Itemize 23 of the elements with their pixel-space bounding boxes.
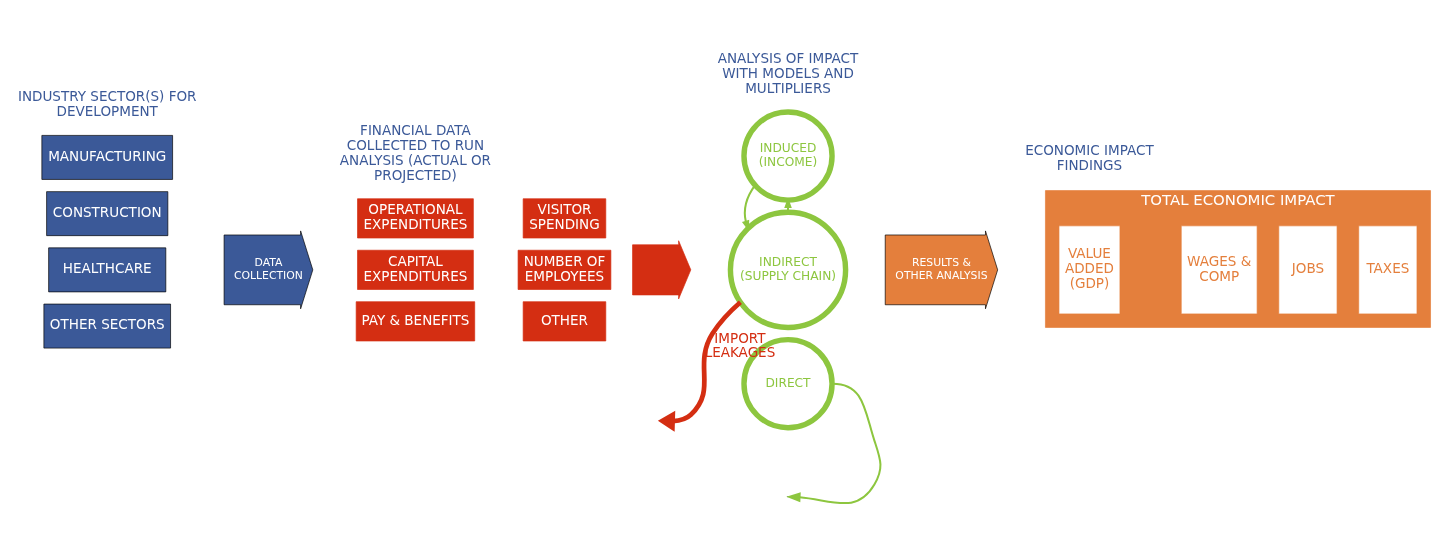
arrow (657, 299, 742, 432)
node-box: MANUFACTURING (41, 134, 173, 180)
node-box: TAXES (1358, 225, 1418, 314)
label: ECONOMIC IMPACT FINDINGS (1025, 141, 1154, 173)
node-box: CONSTRUCTION (46, 190, 169, 236)
node-box: WAGES & COMP (1180, 225, 1258, 314)
node-circle: INDUCED (INCOME) (741, 108, 835, 203)
node-box: CAPITAL EXPENDITURES (357, 249, 474, 290)
node-box: VALUE ADDED (GDP) (1058, 225, 1121, 314)
node-box: OTHER (522, 300, 607, 341)
node-box: HEALTHCARE (48, 247, 167, 292)
label: INDUSTRY SECTOR(S) FOR DEVELOPMENT (17, 87, 197, 119)
node-arrow (632, 239, 692, 299)
node-box: JOBS (1278, 225, 1338, 314)
label: ANALYSIS OF IMPACT WITH MODELS AND MULTIPLIERS (717, 49, 859, 96)
arrow (786, 382, 882, 504)
node-box: OTHER SECTORS (43, 303, 171, 348)
node-box: PAY & BENEFITS (355, 300, 476, 341)
node-circle: INDIRECT (SUPPLY CHAIN) (727, 209, 849, 330)
node-box: NUMBER OF EMPLOYEES (517, 249, 612, 290)
node-box: OPERATIONAL EXPENDITURES (357, 197, 474, 238)
label: FINANCIAL DATA COLLECTED TO RUN ANALYSIS (ACTUAL OR PROJECTED) (339, 121, 492, 183)
node-box: VISITOR SPENDING (522, 197, 607, 238)
